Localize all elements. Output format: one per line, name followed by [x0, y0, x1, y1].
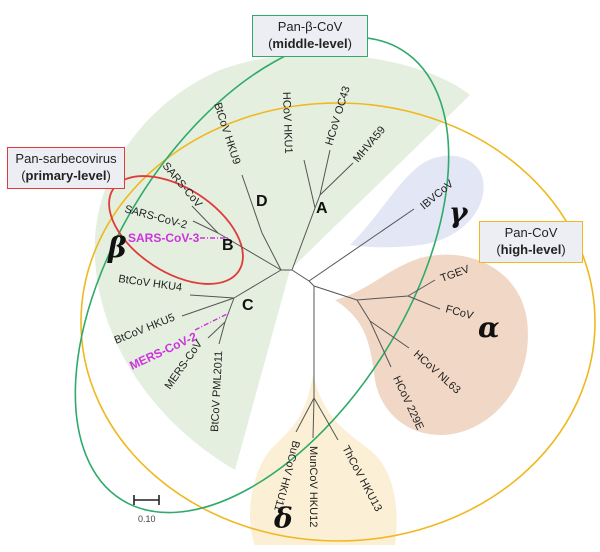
lineage-label-d: D	[256, 193, 268, 210]
mers-cov-2-dashed-link	[194, 312, 230, 331]
leaf-muncov-hku12: MunCoV HKU12	[307, 446, 319, 527]
pan-beta-cov-ellipse	[74, 36, 450, 514]
scale-bar: 0.10	[133, 495, 160, 524]
pan-beta-cov-title: Pan-β-CoV	[277, 19, 343, 34]
level-text: middle-level	[272, 36, 348, 51]
level-text: primary-level	[25, 168, 107, 183]
paren-open: (	[496, 242, 501, 257]
pan-cov-circle	[80, 102, 596, 542]
beta-genus-label: β	[107, 231, 127, 264]
level-text: high-level	[500, 242, 562, 257]
alpha-genus-region	[335, 254, 528, 435]
gamma-genus-region	[350, 155, 484, 248]
alpha-genus-label: α	[478, 311, 500, 344]
pan-cov-title: Pan-CoV	[504, 225, 558, 240]
pan-beta-cov-level: (middle-level)	[259, 35, 361, 52]
leaf-hcov-hku1: HCoV HKU1	[280, 92, 294, 154]
pan-sarbecovirus-label-box: Pan-sarbecovirus (primary-level)	[7, 147, 125, 189]
delta-genus-region	[250, 375, 397, 545]
pan-sarbecovirus-ellipse	[108, 175, 244, 285]
leaf-btcov-pml2011: BtCoV PML2011	[209, 351, 225, 433]
paren-close: )	[347, 36, 352, 51]
paren-close: )	[106, 168, 111, 183]
pan-sarbecovirus-level: (primary-level)	[14, 167, 118, 184]
tree-branches	[181, 149, 441, 441]
pan-cov-level: (high-level)	[486, 241, 576, 258]
delta-genus-label: δ	[273, 502, 293, 535]
lineage-label-b: B	[222, 237, 234, 254]
lineage-label-a: A	[316, 200, 328, 217]
gamma-genus-label: γ	[449, 196, 469, 229]
pan-sarbecovirus-title: Pan-sarbecovirus	[15, 151, 117, 166]
scale-bar-label: 0.10	[138, 514, 156, 524]
lineage-label-c: C	[242, 297, 254, 314]
beta-genus-region	[94, 54, 470, 471]
pan-cov-label-box: Pan-CoV (high-level)	[479, 221, 583, 263]
paren-open: (	[268, 36, 273, 51]
pan-beta-cov-label-box: Pan-β-CoV (middle-level)	[252, 15, 368, 57]
paren-close: )	[561, 242, 566, 257]
leaf-sars-cov-3: SARS-CoV-3	[128, 231, 200, 245]
paren-open: (	[21, 168, 26, 183]
